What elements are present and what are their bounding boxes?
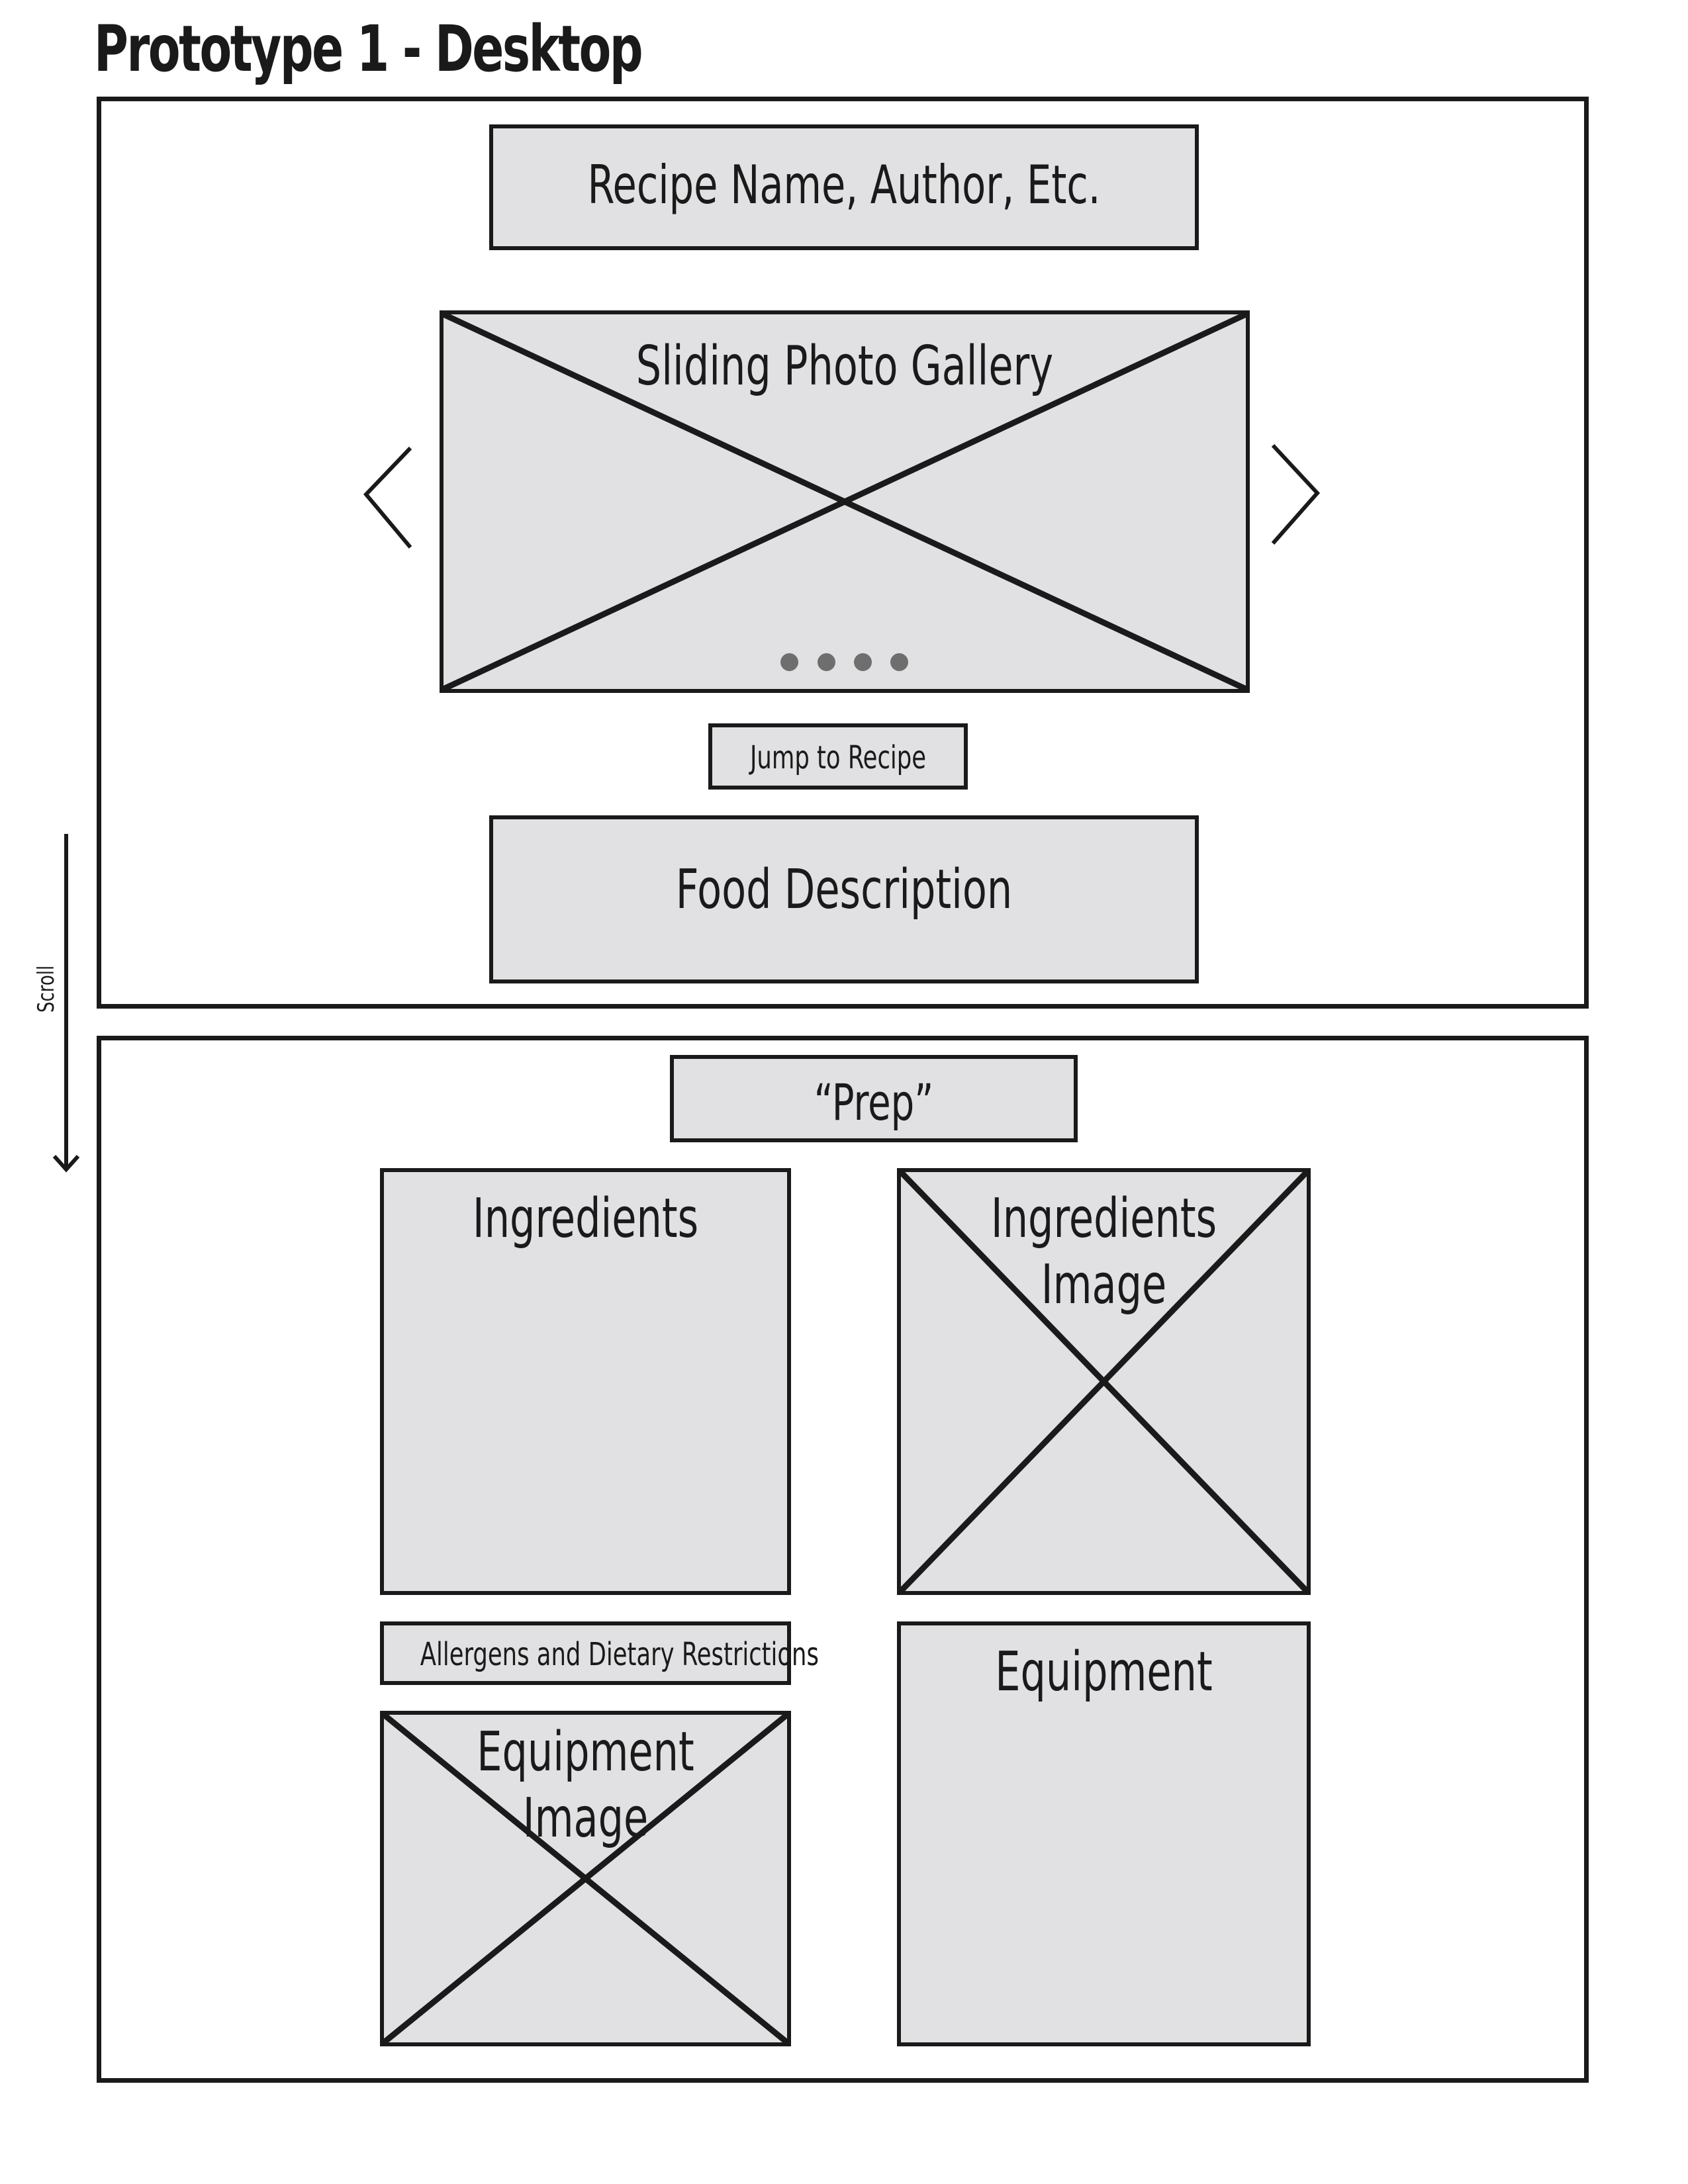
ingredients-box: Ingredients bbox=[380, 1168, 791, 1595]
ingredients-image-label-line2: Image bbox=[1041, 1253, 1167, 1316]
scroll-label: Scroll bbox=[33, 965, 60, 1013]
jump-to-recipe-label: Jump to Recipe bbox=[749, 739, 927, 776]
allergens-label: Allergens and Dietary Restrictions bbox=[420, 1636, 819, 1673]
food-description-label: Food Description bbox=[675, 858, 1013, 921]
gallery-dot[interactable] bbox=[854, 653, 872, 671]
ingredients-image-label-line1: Ingredients bbox=[990, 1187, 1217, 1250]
equipment-image-label-line1: Equipment bbox=[477, 1721, 694, 1784]
scroll-down-arrow-icon bbox=[52, 834, 80, 1173]
gallery-title: Sliding Photo Gallery bbox=[635, 335, 1054, 398]
chevron-right-icon[interactable] bbox=[1270, 442, 1323, 548]
gallery-dot[interactable] bbox=[780, 653, 798, 671]
food-description-box: Food Description bbox=[489, 815, 1199, 983]
allergens-box: Allergens and Dietary Restrictions bbox=[380, 1621, 819, 1685]
photo-gallery[interactable]: Sliding Photo Gallery bbox=[440, 310, 1250, 693]
jump-to-recipe-button[interactable]: Jump to Recipe bbox=[708, 723, 968, 790]
ingredients-label: Ingredients bbox=[472, 1187, 699, 1250]
bottom-frame bbox=[97, 1036, 1589, 2083]
prep-box: “Prep” bbox=[670, 1055, 1078, 1142]
page-title: Prototype 1 - Desktop bbox=[94, 12, 643, 86]
equipment-label: Equipment bbox=[995, 1641, 1213, 1704]
image-placeholder-x-icon bbox=[444, 314, 1246, 689]
ingredients-image-placeholder: Ingredients Image bbox=[897, 1168, 1311, 1595]
chevron-left-icon[interactable] bbox=[361, 445, 414, 551]
equipment-box: Equipment bbox=[897, 1621, 1311, 2046]
recipe-header-label: Recipe Name, Author, Etc. bbox=[587, 154, 1101, 216]
gallery-dot[interactable] bbox=[818, 653, 835, 671]
prep-label: “Prep” bbox=[814, 1073, 934, 1132]
image-placeholder-x-icon bbox=[384, 1715, 787, 2042]
image-placeholder-x-icon bbox=[901, 1172, 1307, 1591]
recipe-header-box: Recipe Name, Author, Etc. bbox=[489, 124, 1199, 250]
gallery-dot[interactable] bbox=[890, 653, 908, 671]
equipment-image-label-line2: Image bbox=[522, 1787, 649, 1850]
equipment-image-placeholder: Equipment Image bbox=[380, 1711, 791, 2046]
